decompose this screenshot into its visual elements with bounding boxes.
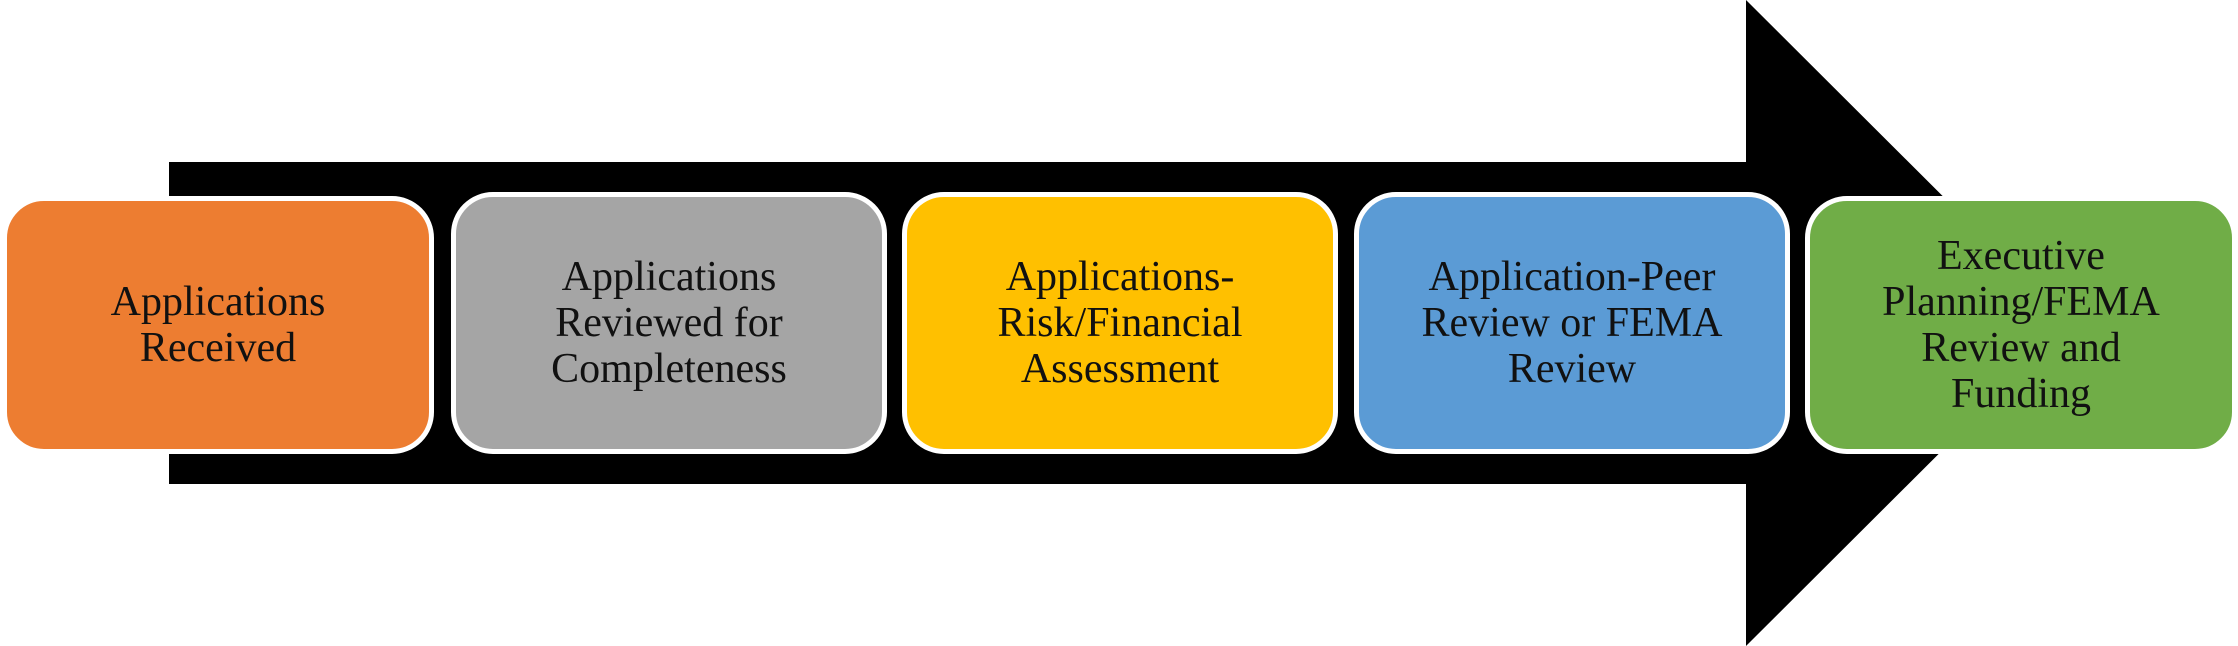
- step-executive-planning-funding: Executive Planning/FEMA Review and Fundi…: [1805, 196, 2237, 454]
- step-risk-financial-assessment: Applications- Risk/Financial Assessment: [902, 192, 1338, 454]
- step-label: Application-Peer Review or FEMA Review: [1421, 254, 1723, 392]
- step-applications-received: Applications Received: [2, 196, 434, 454]
- step-label: Applications Reviewed for Completeness: [551, 254, 787, 392]
- step-label: Applications Received: [110, 279, 326, 371]
- step-reviewed-for-completeness: Applications Reviewed for Completeness: [451, 192, 887, 454]
- step-label: Applications- Risk/Financial Assessment: [997, 254, 1243, 392]
- step-label: Executive Planning/FEMA Review and Fundi…: [1882, 233, 2160, 417]
- step-peer-or-fema-review: Application-Peer Review or FEMA Review: [1354, 192, 1790, 454]
